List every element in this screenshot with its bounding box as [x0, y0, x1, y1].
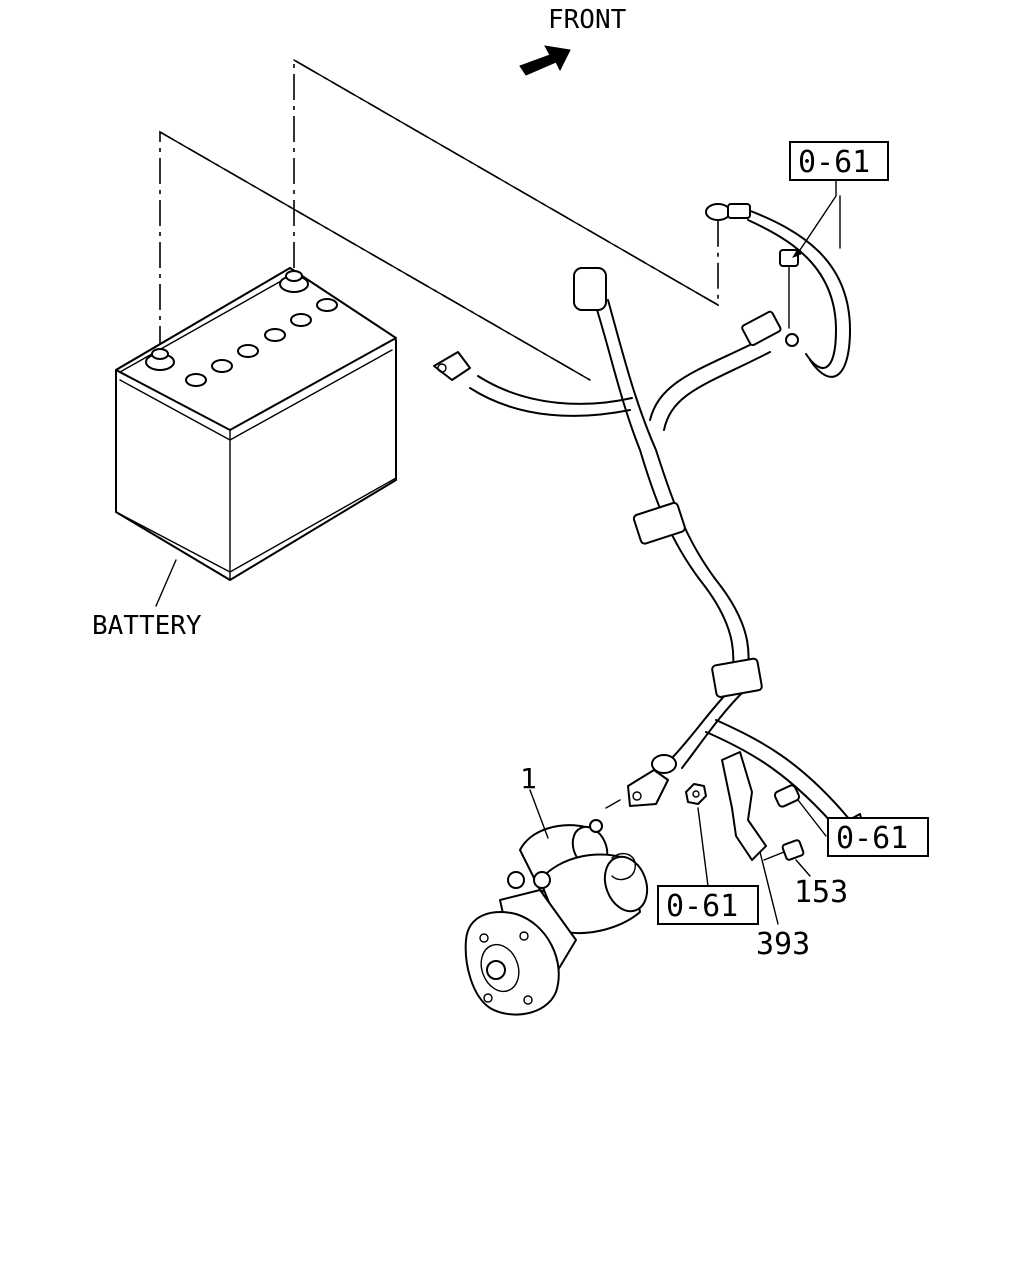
part-393-label: 393 [756, 927, 810, 962]
battery-cable-harness [433, 203, 851, 833]
reference-box-top: 0-61 [789, 141, 889, 258]
part-153-leader-line [795, 859, 811, 877]
bracket-393 [721, 751, 767, 861]
battery-negative-terminal [145, 348, 175, 371]
battery-leader-line [155, 559, 177, 607]
battery-positive-terminal [279, 270, 309, 293]
reference-box-right: 0-61 [797, 799, 929, 857]
part-153-label: 153 [794, 875, 848, 910]
battery-label: BATTERY [92, 611, 202, 641]
part-1-label: 1 [520, 762, 537, 795]
part-393-leader-line [759, 851, 779, 925]
starter-cable-terminal [605, 754, 677, 809]
bolt-top [779, 249, 799, 347]
nut [685, 783, 707, 805]
reference-label-top: 0-61 [798, 145, 870, 180]
front-label: FRONT [548, 5, 627, 35]
reference-label-bottom: 0-61 [666, 889, 738, 924]
battery-cell-caps [185, 298, 338, 387]
part-1-leader-line [529, 789, 549, 839]
bolt-153 [763, 839, 805, 861]
starter-motor [464, 819, 649, 1016]
terminal-leader-lines [159, 58, 719, 381]
reference-box-bottom: 0-61 [657, 807, 759, 925]
front-arrow-icon [519, 45, 571, 76]
battery [115, 267, 397, 581]
reference-label-right: 0-61 [836, 821, 908, 856]
